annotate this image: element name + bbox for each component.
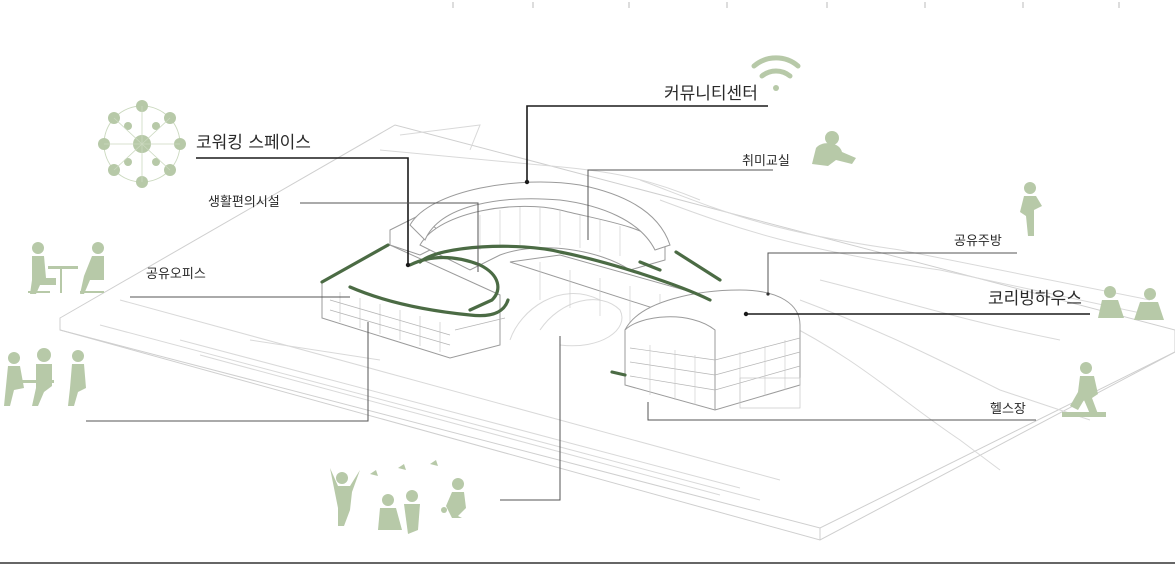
person-sitting-figure (812, 131, 856, 166)
label-shared-kitchen: 공유주방 (954, 234, 1002, 249)
leader-lines (86, 105, 1090, 501)
site-roads (99, 124, 1151, 501)
central-wing-building (409, 181, 671, 271)
label-living-convenience: 생활편의시설 (208, 195, 280, 210)
children-playing-figure (330, 460, 466, 534)
label-community-center: 커뮤니티센터 (664, 84, 758, 104)
wifi-icon (751, 55, 801, 91)
label-shared-office: 공유오피스 (146, 267, 206, 282)
label-coliving-house: 코리빙하우스 (988, 289, 1082, 309)
person-running-figure (1062, 362, 1106, 417)
network-hub-icon (98, 100, 186, 188)
people-working-figure (4, 348, 86, 406)
coliving-building (624, 289, 801, 411)
top-tick-marks (452, 2, 1120, 8)
green-balcony-lines (320, 243, 722, 377)
label-hobby-classroom: 취미교실 (742, 154, 790, 169)
people-meeting-figure (28, 242, 104, 294)
site-plate (59, 124, 1175, 541)
people-relaxing-figure (1098, 286, 1164, 320)
label-fitness: 헬스장 (990, 402, 1026, 417)
person-reading-figure (1020, 182, 1042, 236)
label-coworking-space: 코워킹 스페이스 (196, 133, 311, 153)
